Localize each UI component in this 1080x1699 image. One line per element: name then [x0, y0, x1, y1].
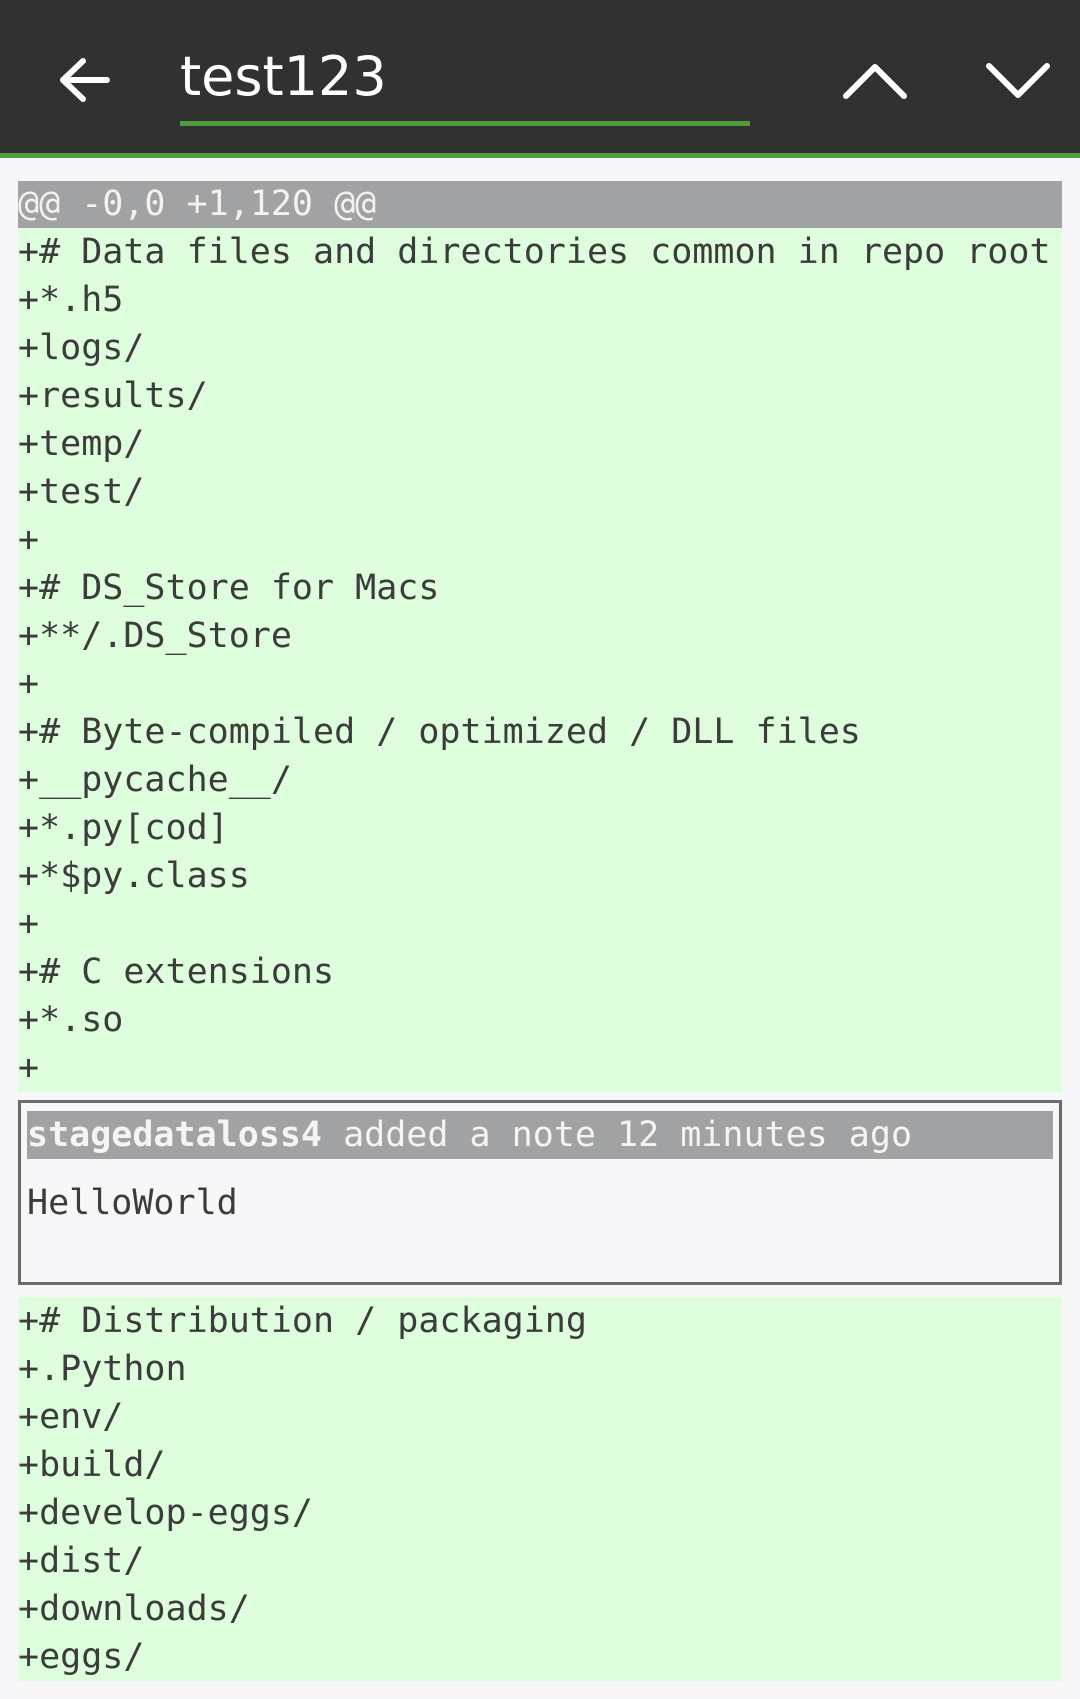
search-toolbar — [0, 0, 1080, 158]
search-field[interactable] — [180, 36, 750, 126]
hunk-header: @@ -0,0 +1,120 @@ — [18, 181, 1062, 228]
diff-line: +# Data files and directories common in … — [18, 232, 1051, 272]
diff-view: @@ -0,0 +1,120 @@ +# Data files and dire… — [18, 181, 1062, 1681]
diff-line: +develop-eggs/ — [18, 1493, 314, 1533]
diff-line: + — [18, 520, 40, 560]
note-body: HelloWorld — [27, 1183, 238, 1223]
diff-line: +*.py[cod] — [18, 808, 229, 848]
diff-line: + — [18, 1048, 40, 1088]
note-card[interactable]: stagedataloss4 added a note 12 minutes a… — [18, 1100, 1062, 1285]
note-meta: added a note 12 minutes ago — [322, 1115, 913, 1155]
diff-line: +dist/ — [18, 1541, 145, 1581]
diff-line: + — [18, 664, 40, 704]
diff-line: +*.h5 — [18, 280, 124, 320]
diff-line: +.Python — [18, 1349, 187, 1389]
chevron-up-icon — [843, 64, 907, 99]
diff-line: +# Distribution / packaging — [18, 1301, 587, 1341]
previous-match-button[interactable] — [825, 46, 925, 116]
diff-line: +# Byte-compiled / optimized / DLL files — [18, 712, 861, 752]
diff-line: +build/ — [18, 1445, 166, 1485]
back-button[interactable] — [52, 48, 116, 112]
note-author[interactable]: stagedataloss4 — [27, 1115, 323, 1155]
diff-line: +*.so — [18, 1000, 124, 1040]
search-input[interactable] — [180, 36, 750, 116]
diff-line: +results/ — [18, 376, 208, 416]
arrow-left-icon — [60, 58, 110, 102]
diff-line: +# C extensions — [18, 952, 335, 992]
diff-line: +eggs/ — [18, 1637, 145, 1677]
chevron-down-icon — [986, 63, 1050, 98]
added-lines-block: +# Data files and directories common in … — [18, 228, 1062, 1092]
diff-line: +logs/ — [18, 328, 145, 368]
note-header: stagedataloss4 added a note 12 minutes a… — [27, 1111, 1053, 1159]
added-lines-block: +# Distribution / packaging +.Python +env/… — [18, 1297, 1062, 1681]
diff-line: +test/ — [18, 472, 145, 512]
diff-line: +__pycache__/ — [18, 760, 292, 800]
diff-line: +**/.DS_Store — [18, 616, 292, 656]
next-match-button[interactable] — [968, 46, 1068, 116]
diff-line: + — [18, 904, 40, 944]
diff-line: +*$py.class — [18, 856, 250, 896]
diff-line: +env/ — [18, 1397, 124, 1437]
diff-line: +temp/ — [18, 424, 145, 464]
diff-line: +downloads/ — [18, 1589, 250, 1629]
diff-line: +# DS_Store for Macs — [18, 568, 440, 608]
